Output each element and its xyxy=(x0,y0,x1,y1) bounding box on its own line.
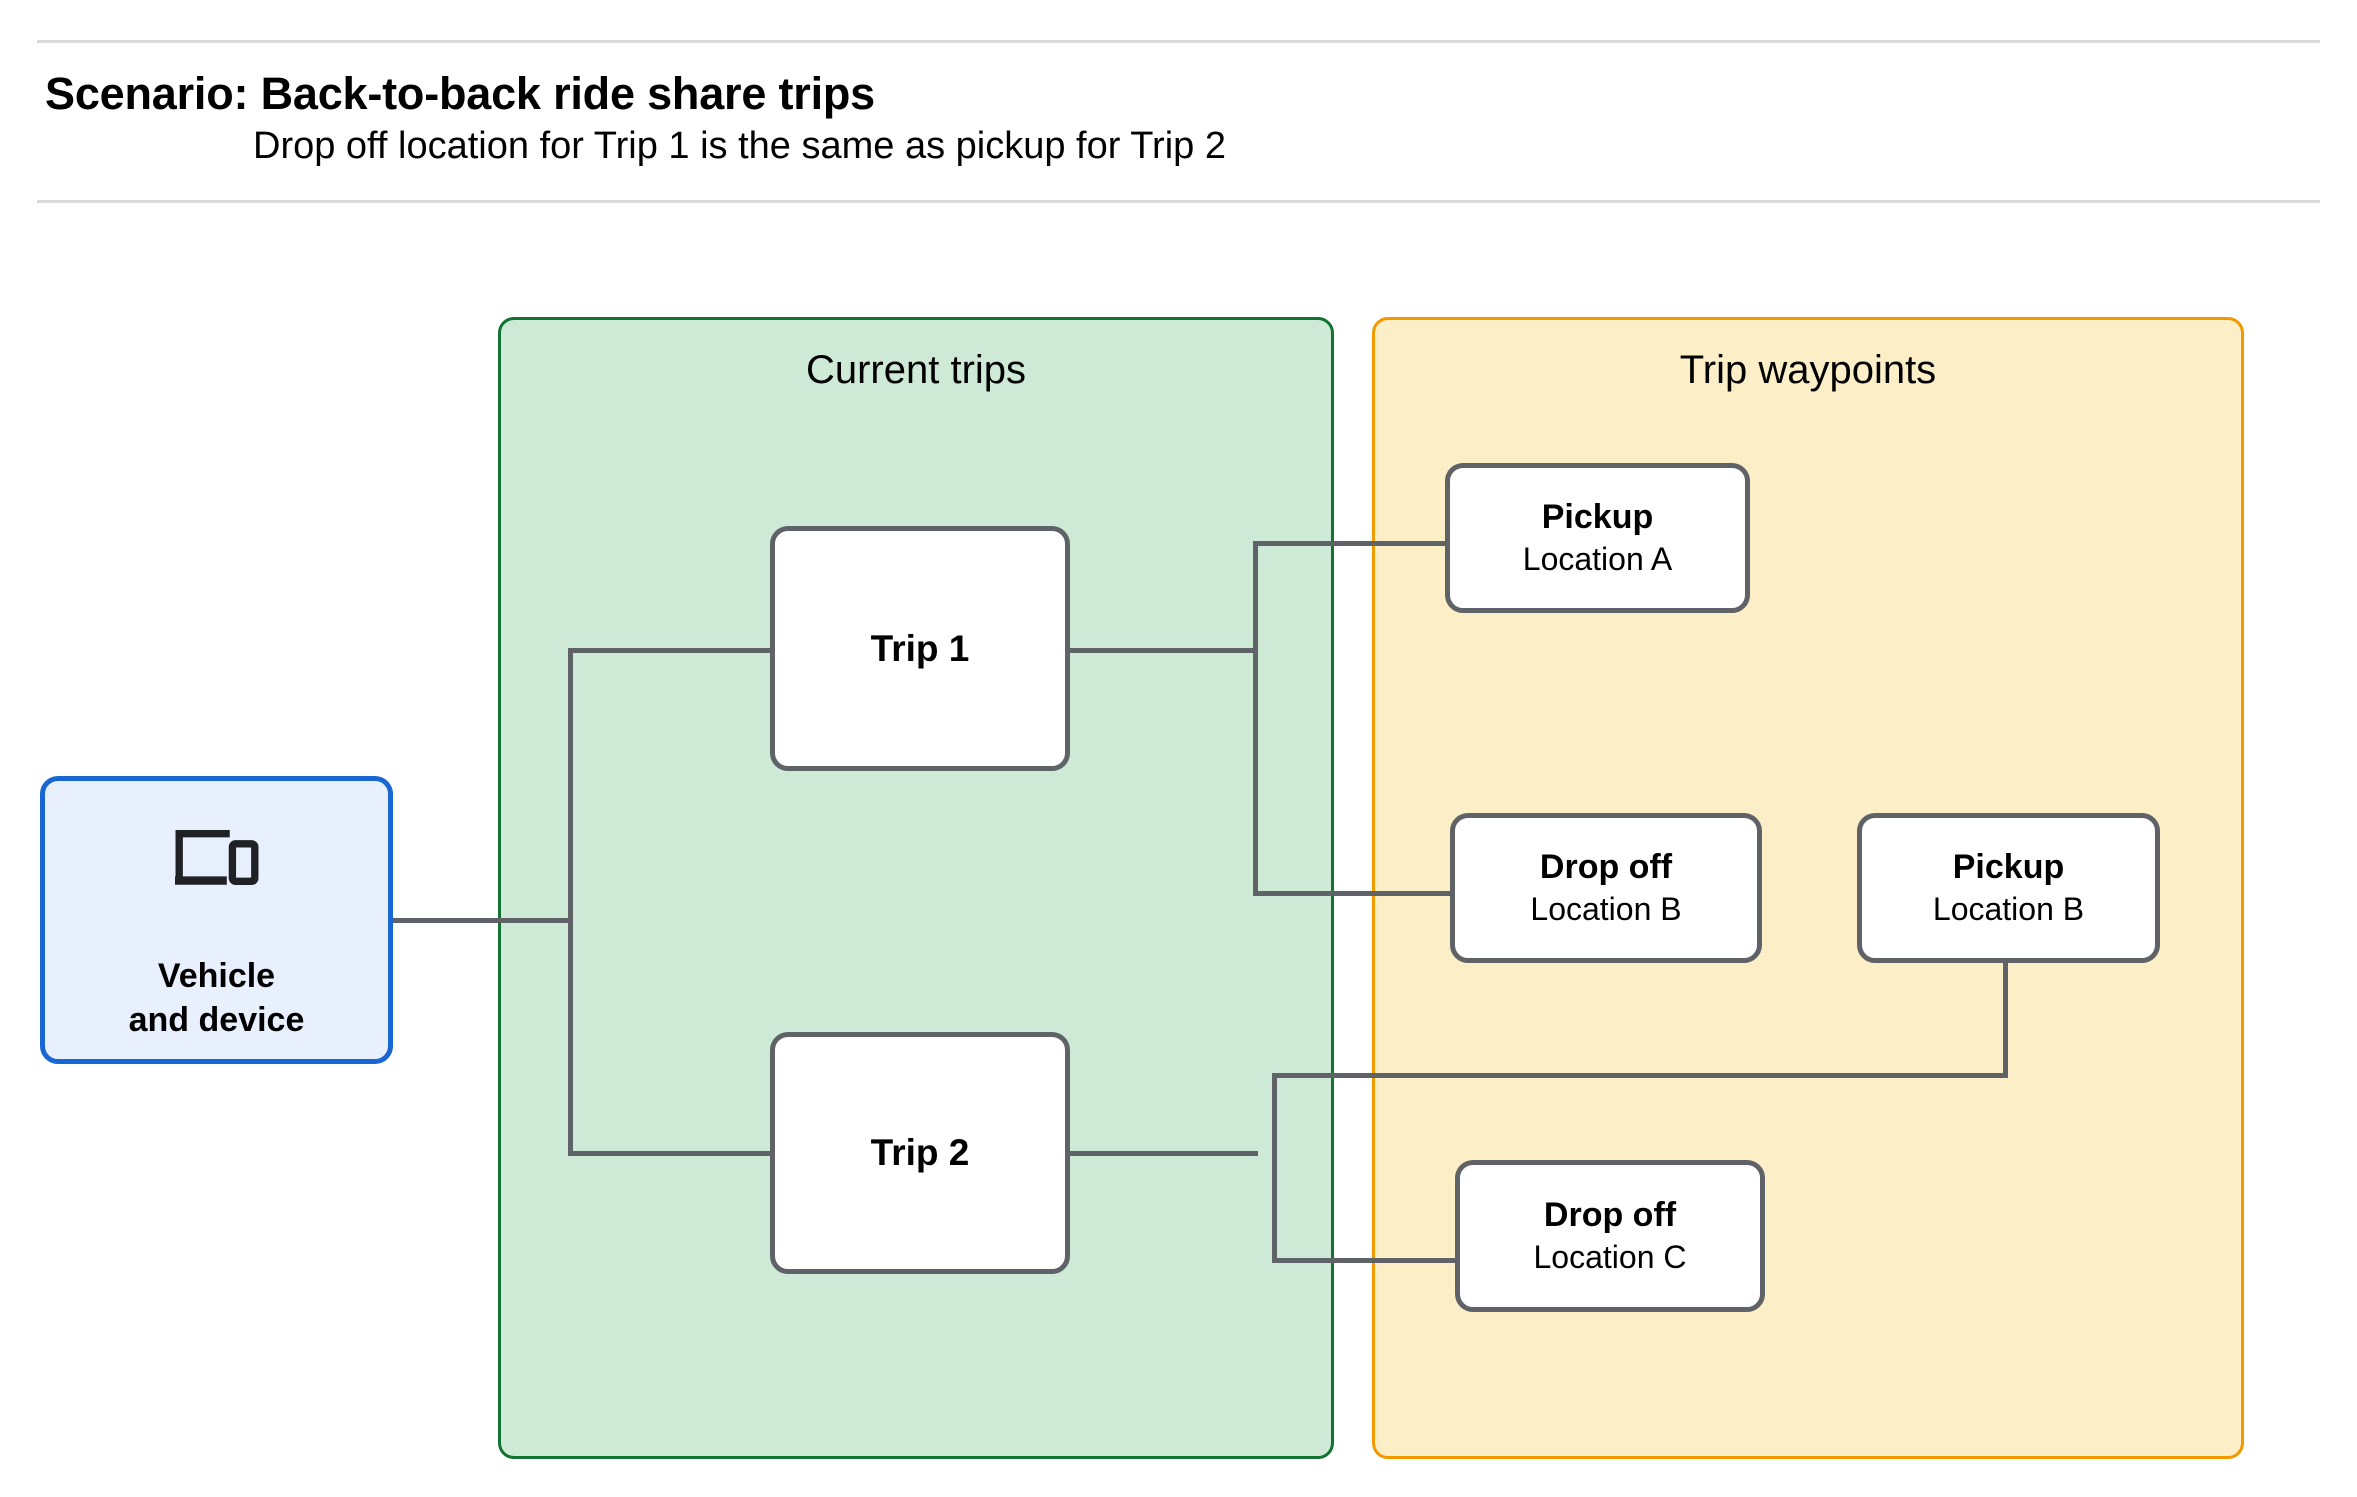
node-trip-2-label: Trip 2 xyxy=(870,1132,970,1174)
node-waypoint-pickup-a[interactable]: Pickup Location A xyxy=(1445,463,1750,613)
page-title: Scenario: Back-to-back ride share trips xyxy=(45,68,875,119)
waypoint-type-label: Drop off xyxy=(1539,847,1673,886)
connector-junction-to-dropoff-b xyxy=(1253,891,1455,896)
connector-trunk-vertical xyxy=(568,648,573,1156)
waypoint-type-label: Pickup xyxy=(1541,497,1654,536)
node-waypoint-dropoff-c[interactable]: Drop off Location C xyxy=(1455,1160,1765,1312)
connector-trip-1-junction-vertical xyxy=(1253,541,1258,896)
connector-pickup-b-down xyxy=(2003,961,2008,1076)
node-waypoint-dropoff-b[interactable]: Drop off Location B xyxy=(1450,813,1762,963)
waypoint-type-label: Pickup xyxy=(1952,847,2065,886)
node-trip-1-label: Trip 1 xyxy=(870,627,970,669)
connector-trip-2-junction-vertical xyxy=(1272,1073,1277,1263)
connector-junction-to-pickup-a xyxy=(1253,541,1450,546)
group-current-trips-title: Current trips xyxy=(805,348,1027,392)
connector-trip-2-to-junction xyxy=(1068,1151,1258,1156)
waypoint-location-label: Location A xyxy=(1522,541,1673,578)
waypoint-location-label: Location B xyxy=(1932,891,2085,928)
group-trip-waypoints-title: Trip waypoints xyxy=(1679,348,1937,392)
group-current-trips: Current trips xyxy=(498,317,1334,1459)
page-subtitle: Drop off location for Trip 1 is the same… xyxy=(253,125,1226,167)
connector-vehicle-to-trunk xyxy=(393,918,573,923)
devices-icon xyxy=(174,830,258,885)
connector-junction-to-pickup-b-run xyxy=(1272,1073,2008,1078)
node-waypoint-pickup-b[interactable]: Pickup Location B xyxy=(1857,813,2160,963)
connector-trunk-to-trip-1 xyxy=(568,648,773,653)
vehicle-label: Vehicle and device xyxy=(128,957,305,1039)
header-divider-top xyxy=(37,40,2320,43)
node-vehicle-and-device[interactable]: Vehicle and device xyxy=(40,776,393,1064)
connector-junction-to-dropoff-c xyxy=(1272,1258,1460,1263)
connector-trunk-to-trip-2 xyxy=(568,1151,773,1156)
header-divider-bottom xyxy=(37,200,2320,203)
waypoint-location-label: Location C xyxy=(1533,1239,1687,1276)
waypoint-type-label: Drop off xyxy=(1543,1195,1677,1234)
node-trip-2[interactable]: Trip 2 xyxy=(770,1032,1070,1274)
waypoint-location-label: Location B xyxy=(1530,891,1682,928)
connector-trip-1-to-junction xyxy=(1068,648,1258,653)
node-trip-1[interactable]: Trip 1 xyxy=(770,526,1070,771)
